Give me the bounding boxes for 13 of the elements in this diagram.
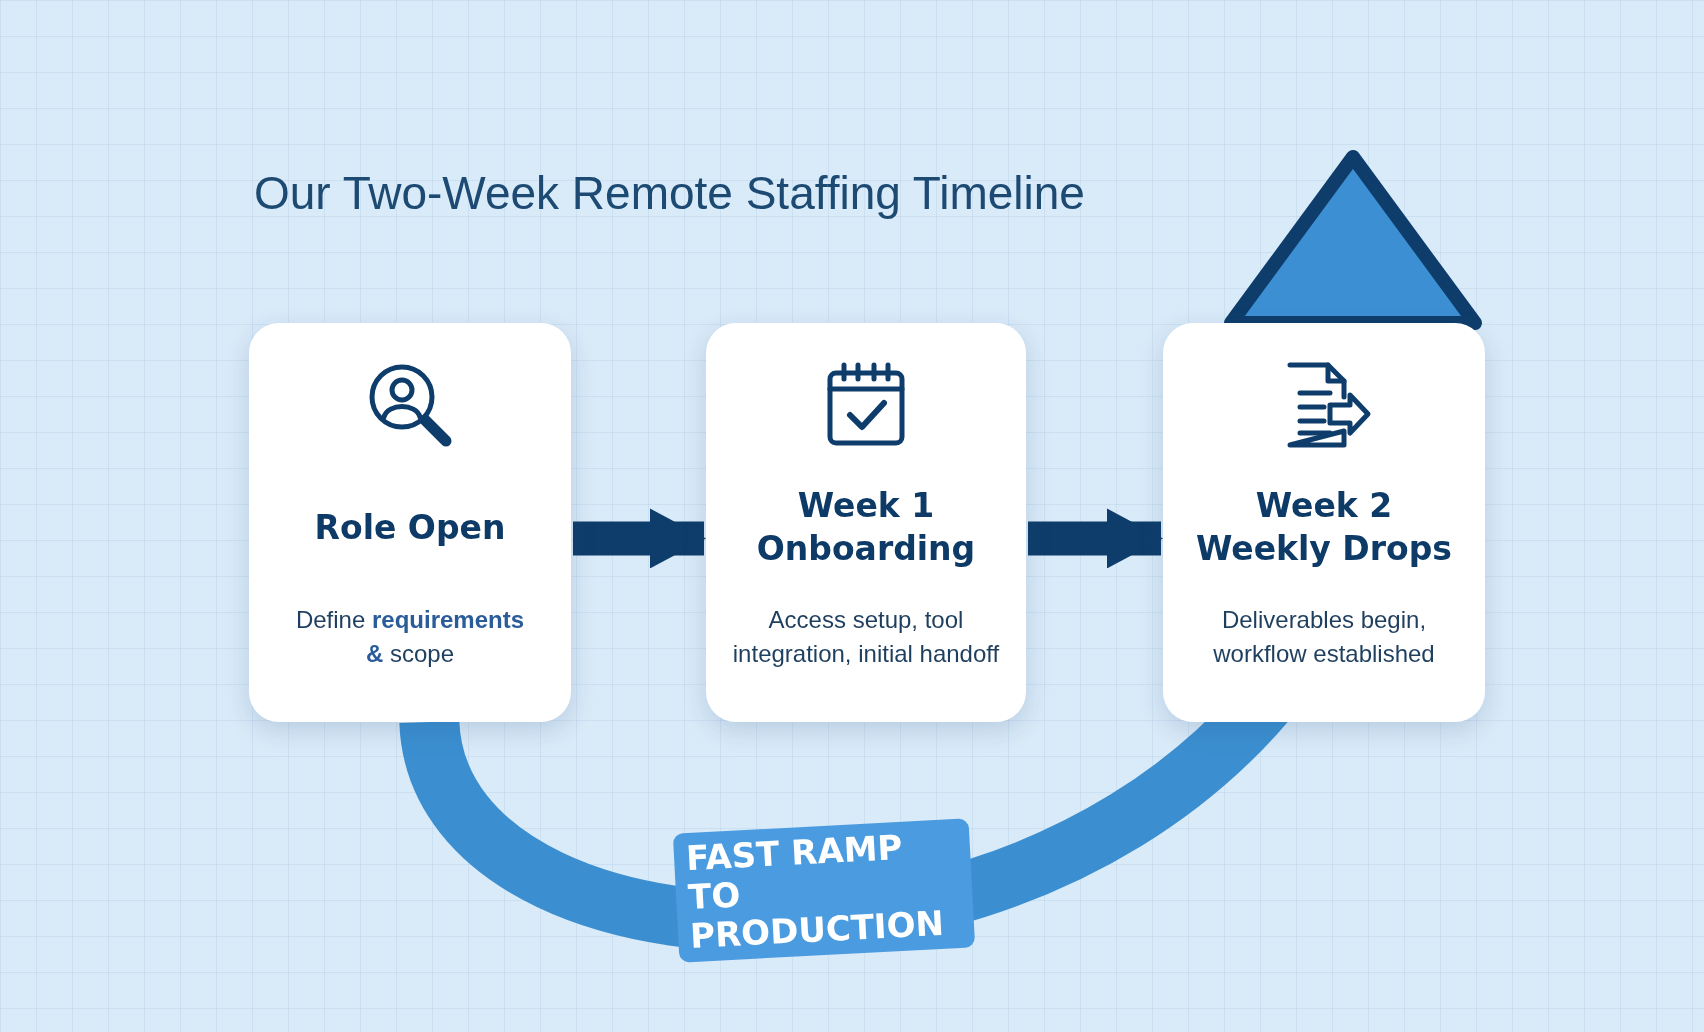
step-heading: Week 2 Weekly Drops [1195, 485, 1453, 570]
step-card [706, 323, 1026, 722]
edge-label: FAST RAMP TO PRODUCTION [672, 818, 976, 963]
step-heading: Week 1 Onboarding [755, 485, 977, 570]
step-description: Access setup, tool integration, initial handoff [731, 605, 1001, 670]
step-description: Define requirements & scope [294, 605, 526, 670]
step-card [249, 323, 571, 722]
arrow [1028, 508, 1163, 569]
step-heading: Role Open [314, 506, 506, 549]
step-card [1163, 323, 1485, 722]
step-description: Deliverables begin, workflow established [1212, 605, 1436, 670]
title: Our Two-Week Remote Staffing Timeline [254, 166, 1085, 220]
arrow [573, 508, 706, 569]
